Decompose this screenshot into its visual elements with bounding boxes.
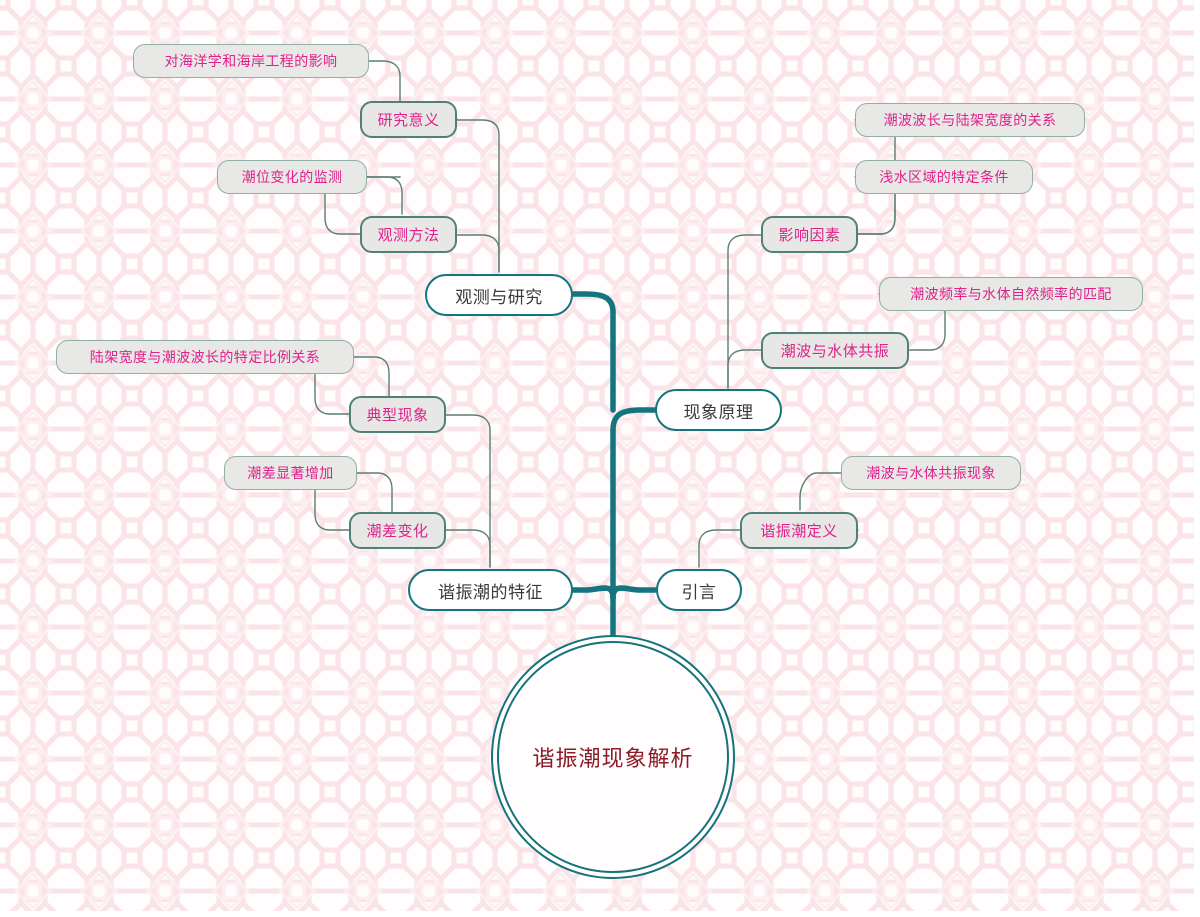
node-label: 典型现象 <box>366 407 429 424</box>
node-label: 引言 <box>681 582 717 602</box>
node-xianxiang-yuanli[interactable]: 现象原理 <box>655 389 782 431</box>
node-label: 潮差显著增加 <box>247 465 334 481</box>
node-label: 对海洋学和海岸工程的影响 <box>164 53 338 69</box>
node-qianshui-tiaojian[interactable]: 浅水区域的特定条件 <box>855 160 1033 194</box>
node-yanjiu-yiyi[interactable]: 研究意义 <box>360 101 457 138</box>
node-label: 影响因素 <box>778 227 841 244</box>
node-label: 潮波频率与水体自然频率的匹配 <box>910 286 1112 302</box>
node-chaocha-bianhua[interactable]: 潮差变化 <box>349 512 446 549</box>
node-label: 谐振潮的特征 <box>438 582 543 602</box>
node-label: 观测方法 <box>377 227 440 244</box>
node-chaocha-zengjia[interactable]: 潮差显著增加 <box>224 456 357 490</box>
node-yingxiang-yinsu[interactable]: 影响因素 <box>761 216 858 253</box>
node-label: 潮波与水体共振现象 <box>866 465 996 481</box>
node-label: 陆架宽度与潮波波长的特定比例关系 <box>89 349 321 365</box>
node-label: 潮波与水体共振 <box>780 343 890 360</box>
node-label: 潮差变化 <box>366 523 429 540</box>
node-chaowei-jiance[interactable]: 潮位变化的监测 <box>217 160 367 194</box>
node-gongzhen-xianxiang[interactable]: 潮波与水体共振现象 <box>841 456 1021 490</box>
root-label: 谐振潮现象解析 <box>532 746 694 771</box>
node-label: 现象原理 <box>683 402 754 422</box>
node-label: 潮波波长与陆架宽度的关系 <box>883 112 1057 128</box>
node-yingxiang-haiyang[interactable]: 对海洋学和海岸工程的影响 <box>133 44 369 78</box>
node-label: 浅水区域的特定条件 <box>879 169 1009 185</box>
root-node[interactable]: 谐振潮现象解析 <box>497 641 729 873</box>
node-label: 研究意义 <box>377 112 440 129</box>
node-guance-fangfa[interactable]: 观测方法 <box>360 216 457 253</box>
node-dianxing[interactable]: 典型现象 <box>349 396 446 433</box>
node-label: 潮位变化的监测 <box>241 169 343 185</box>
node-tezheng[interactable]: 谐振潮的特征 <box>408 569 573 611</box>
node-chaobo-gongzhen[interactable]: 潮波与水体共振 <box>761 332 909 369</box>
node-lujia-bilie[interactable]: 陆架宽度与潮波波长的特定比例关系 <box>56 340 354 374</box>
node-yinyan[interactable]: 引言 <box>656 569 742 611</box>
node-pinlv-pipei[interactable]: 潮波频率与水体自然频率的匹配 <box>879 277 1143 311</box>
node-label: 观测与研究 <box>455 287 543 307</box>
node-guance-yanjiu[interactable]: 观测与研究 <box>425 274 573 316</box>
node-label: 谐振潮定义 <box>760 523 838 540</box>
node-bochang-lujia[interactable]: 潮波波长与陆架宽度的关系 <box>855 103 1085 137</box>
node-dingyi[interactable]: 谐振潮定义 <box>740 512 858 549</box>
